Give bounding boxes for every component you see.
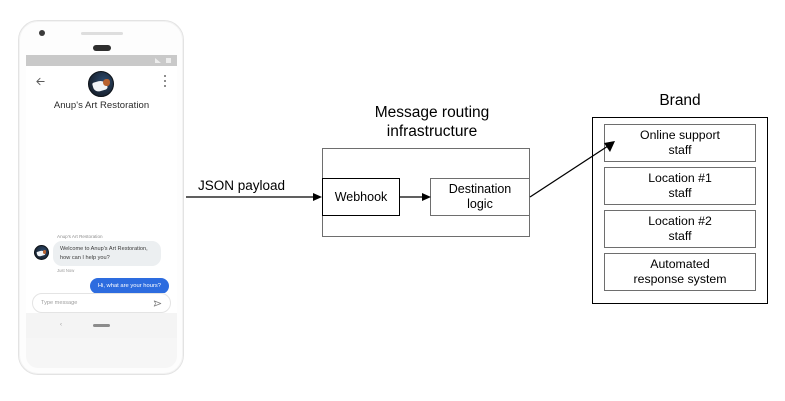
- home-pill-icon[interactable]: [93, 323, 110, 328]
- chat-header: Anup's Art Restoration: [26, 66, 177, 128]
- phone-screen: Anup's Art Restoration Anup's Art Restor…: [26, 55, 177, 338]
- destination-logic-line1: Destination: [448, 182, 512, 196]
- incoming-sender-label: Anup's Art Restoration: [57, 234, 103, 239]
- speaker-slot: [81, 32, 123, 35]
- destination-logic-line2: logic: [467, 197, 493, 211]
- incoming-message: Anup's Art Restoration Welcome to Anup's…: [34, 234, 169, 273]
- brand-item-line1: Online support: [640, 128, 720, 143]
- webhook-box[interactable]: Webhook: [322, 178, 400, 216]
- brand-item-line2: response system: [633, 272, 727, 286]
- message-input[interactable]: Type message: [32, 293, 171, 313]
- avatar: [34, 245, 49, 260]
- status-bar: [26, 55, 177, 66]
- brand-item-automated-response-system[interactable]: Automated response system: [604, 253, 756, 291]
- overflow-menu-icon[interactable]: [164, 75, 167, 88]
- infrastructure-title: Message routing infrastructure: [322, 104, 542, 142]
- message-input-placeholder: Type message: [41, 300, 78, 306]
- earpiece-icon: [93, 45, 111, 51]
- android-nav-bar: ‹: [26, 313, 177, 338]
- page-title: Anup's Art Restoration: [53, 100, 150, 111]
- brand-item-online-support-staff[interactable]: Online support staff: [604, 124, 756, 162]
- brand-item-location-1-staff[interactable]: Location #1 staff: [604, 167, 756, 205]
- brand-item-line1: Location #1: [648, 171, 712, 186]
- brand-title: Brand: [659, 92, 701, 109]
- incoming-message-bubble: Welcome to Anup's Art Restoration, how c…: [53, 241, 161, 267]
- infrastructure-title-line1: Message routing: [374, 104, 490, 121]
- incoming-message-timestamp: Just Now: [57, 268, 75, 274]
- send-icon[interactable]: [153, 299, 162, 308]
- phone-chin: [26, 338, 177, 368]
- arrowhead-phone-to-webhook: [313, 193, 322, 201]
- battery-icon: [166, 58, 171, 63]
- front-camera-icon: [39, 30, 45, 36]
- brand-item-line1: Automated: [650, 257, 710, 272]
- outgoing-message-bubble: Hi, what are your hours?: [89, 278, 169, 295]
- json-payload-label: JSON payload: [198, 178, 286, 193]
- brand-item-location-2-staff[interactable]: Location #2 staff: [604, 210, 756, 248]
- back-arrow-icon[interactable]: [35, 76, 46, 87]
- phone-mockup: Anup's Art Restoration Anup's Art Restor…: [18, 20, 184, 375]
- brand-item-line2: staff: [668, 186, 692, 200]
- composer-bar: Type message: [26, 293, 177, 313]
- avatar: [88, 71, 114, 97]
- signal-icon: [155, 58, 161, 63]
- brand-item-line1: Location #2: [648, 214, 712, 229]
- brand-item-line2: staff: [668, 143, 692, 157]
- nav-back-icon[interactable]: ‹: [60, 322, 62, 328]
- infrastructure-title-line2: infrastructure: [386, 122, 478, 140]
- brand-item-line2: staff: [668, 229, 692, 243]
- destination-logic-box[interactable]: Destination logic: [430, 178, 530, 216]
- chat-thread: Anup's Art Restoration Welcome to Anup's…: [26, 128, 177, 301]
